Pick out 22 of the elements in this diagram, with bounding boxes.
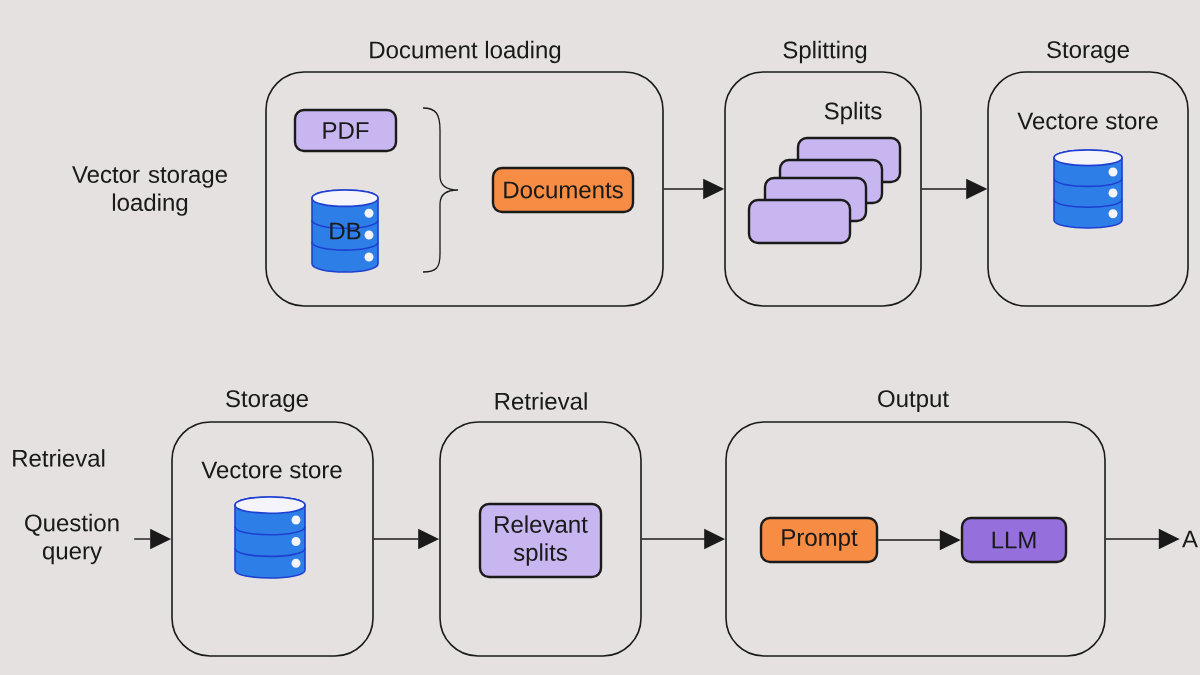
- box-heading: Splits: [824, 101, 882, 125]
- splits-box: Relevant splits: [478, 502, 603, 579]
- documents-box: Documents: [491, 166, 635, 214]
- database-cylinder: [1053, 149, 1123, 229]
- box-heading: Vectore store: [201, 461, 342, 479]
- database-cylinder: [234, 496, 306, 579]
- stage-title: Splitting: [783, 40, 867, 64]
- box-heading: Vectore store: [1017, 112, 1158, 130]
- split-card: [747, 198, 852, 245]
- llm-box: LLM: [960, 516, 1068, 564]
- stage-title: Document loading: [370, 40, 561, 64]
- source-box: PDF: [293, 108, 398, 153]
- stage-title: Storage: [226, 390, 308, 412]
- output-label: A: [1182, 530, 1198, 548]
- stage-title: Output: [878, 390, 949, 412]
- prompt-box: Prompt: [759, 516, 879, 564]
- input-label: Question query: [25, 513, 119, 565]
- section-label: Retrieval: [13, 449, 105, 467]
- stage-title: Storage: [1047, 41, 1129, 63]
- stage-title: Retrieval: [495, 392, 587, 410]
- section-label: Vector storage loading: [72, 166, 227, 216]
- database-cylinder: DB: [311, 189, 379, 273]
